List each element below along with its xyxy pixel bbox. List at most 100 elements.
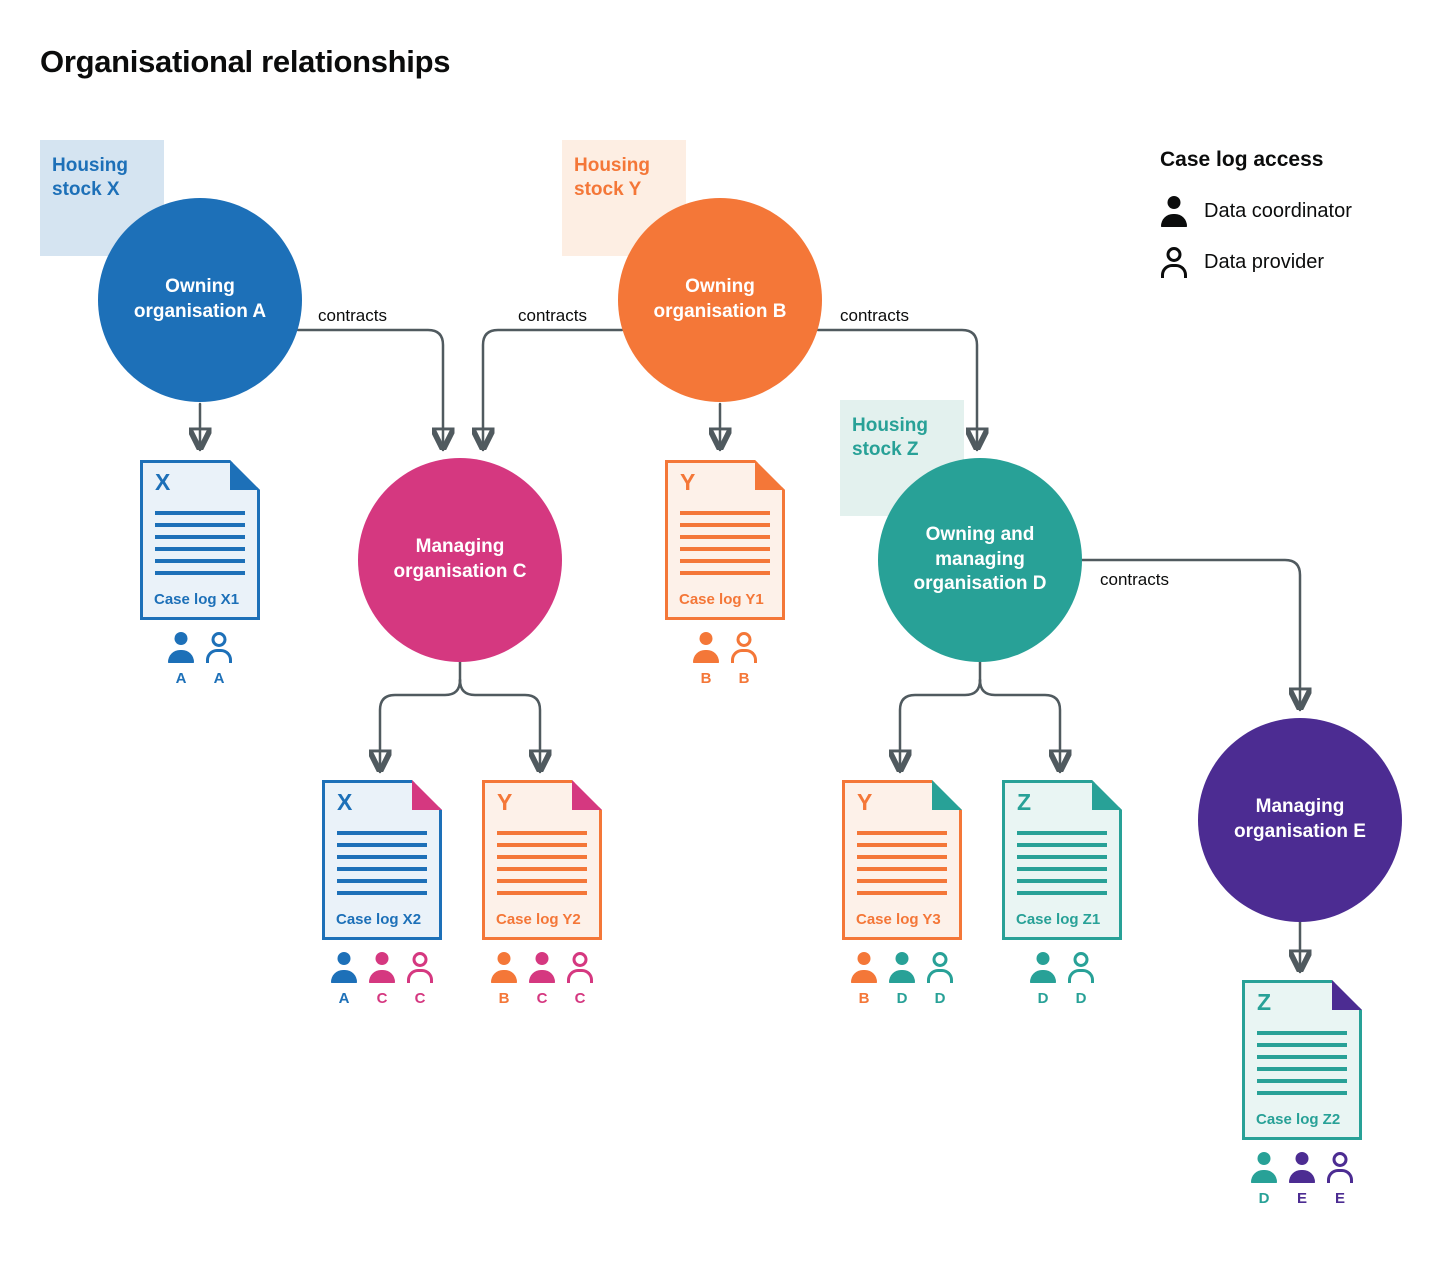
access-person: E xyxy=(1326,1152,1354,1207)
case-log-x1-access: A A xyxy=(140,632,260,687)
org-e-label: Managing organisation E xyxy=(1234,796,1366,842)
person-filled-icon xyxy=(888,952,916,983)
case-log-y3-label: Case log Y3 xyxy=(856,911,941,928)
access-person: C xyxy=(368,952,396,1007)
doc-stock-letter: Z xyxy=(1017,789,1032,815)
doc-stock-letter: X xyxy=(337,789,353,815)
access-person: A xyxy=(167,632,195,687)
document-text-lines xyxy=(680,511,770,583)
case-log-z1-access: D D xyxy=(1002,952,1122,1007)
person-letter: D xyxy=(896,990,908,1007)
access-person: C xyxy=(566,952,594,1007)
case-log-z2-access: D E E xyxy=(1242,1152,1362,1207)
contracts-label-b-d: contracts xyxy=(840,306,909,325)
legend-item-coordinator: Data coordinator xyxy=(1160,196,1352,227)
document-text-lines xyxy=(1257,1031,1347,1103)
case-log-y2-access: B C C xyxy=(482,952,602,1007)
person-outline-icon xyxy=(1067,952,1095,983)
case-log-y3-access: B D D xyxy=(842,952,962,1007)
person-outline-icon xyxy=(205,632,233,663)
case-log-z1-doc: Z Case log Z1 xyxy=(1002,780,1122,940)
contracts-label-d-e: contracts xyxy=(1100,570,1169,589)
access-person: E xyxy=(1288,1152,1316,1207)
access-person: A xyxy=(205,632,233,687)
folded-corner-icon xyxy=(412,780,442,810)
folded-corner-icon xyxy=(932,780,962,810)
access-person: D xyxy=(1029,952,1057,1007)
document-text-lines xyxy=(155,511,245,583)
case-log-x2-access: A C C xyxy=(322,952,442,1007)
person-outline-icon xyxy=(1326,1152,1354,1183)
doc-stock-letter: Z xyxy=(1257,989,1272,1015)
access-person: B xyxy=(730,632,758,687)
case-log-x2-doc: X Case log X2 xyxy=(322,780,442,940)
legend-provider-label: Data provider xyxy=(1204,251,1325,273)
org-a-label: Owning organisation A xyxy=(133,276,267,322)
housing-stock-x-label: Housing stock X xyxy=(52,155,128,200)
folded-corner-icon xyxy=(1092,780,1122,810)
person-letter: C xyxy=(574,990,586,1007)
person-outline-icon xyxy=(926,952,954,983)
access-person: B xyxy=(692,632,720,687)
access-person: D xyxy=(1067,952,1095,1007)
arrow-c-to-y2 xyxy=(458,678,540,774)
person-letter: A xyxy=(213,670,225,687)
org-circle-c: Managing organisation C xyxy=(358,458,562,662)
folded-corner-icon xyxy=(572,780,602,810)
case-log-x2-label: Case log X2 xyxy=(336,911,422,928)
person-letter: D xyxy=(1037,990,1049,1007)
case-log-y1-access: B B xyxy=(665,632,785,687)
doc-stock-letter: Y xyxy=(857,789,873,815)
arrow-d-to-z1 xyxy=(978,678,1060,774)
case-log-y1-doc: Y Case log Y1 xyxy=(665,460,785,620)
arrow-d-to-y3 xyxy=(900,678,982,774)
folded-corner-icon xyxy=(1332,980,1362,1010)
org-circle-d: Owning and managing organisation D xyxy=(878,458,1082,662)
case-log-access-legend: Case log access Data coordinator Data pr… xyxy=(1160,148,1352,298)
person-filled-icon xyxy=(692,632,720,663)
document-text-lines xyxy=(1017,831,1107,903)
doc-stock-letter: X xyxy=(155,469,171,495)
person-filled-icon xyxy=(528,952,556,983)
case-log-z2-label: Case log Z2 xyxy=(1256,1111,1341,1128)
doc-stock-letter: Y xyxy=(680,469,696,495)
document-text-lines xyxy=(497,831,587,903)
org-d-label: Owning and managing organisation D xyxy=(913,523,1047,595)
person-outline-icon xyxy=(730,632,758,663)
arrow-a-to-c xyxy=(296,328,443,452)
person-letter: B xyxy=(738,670,750,687)
folded-corner-icon xyxy=(230,460,260,490)
person-letter: C xyxy=(536,990,548,1007)
case-log-z2-doc: Z Case log Z2 xyxy=(1242,980,1362,1140)
legend-item-provider: Data provider xyxy=(1160,247,1352,278)
access-person: B xyxy=(490,952,518,1007)
contracts-label-a-c: contracts xyxy=(318,306,387,325)
person-letter: D xyxy=(1075,990,1087,1007)
case-log-x1-doc: X Case log X1 xyxy=(140,460,260,620)
person-letter: B xyxy=(498,990,510,1007)
person-filled-icon xyxy=(1250,1152,1278,1183)
legend-title: Case log access xyxy=(1160,148,1324,171)
case-log-x1-label: Case log X1 xyxy=(154,591,240,608)
person-letter: B xyxy=(858,990,870,1007)
arrow-c-to-x2 xyxy=(380,678,462,774)
access-person: D xyxy=(926,952,954,1007)
folded-corner-icon xyxy=(755,460,785,490)
person-filled-icon xyxy=(330,952,358,983)
legend-coordinator-label: Data coordinator xyxy=(1204,200,1352,222)
person-letter: A xyxy=(338,990,350,1007)
person-filled-icon xyxy=(850,952,878,983)
housing-stock-y-label: Housing stock Y xyxy=(574,155,650,200)
doc-stock-letter: Y xyxy=(497,789,513,815)
org-circle-e: Managing organisation E xyxy=(1198,718,1402,922)
housing-stock-z-label: Housing stock Z xyxy=(852,415,928,460)
person-letter: E xyxy=(1334,1190,1345,1207)
case-log-y2-doc: Y Case log Y2 xyxy=(482,780,602,940)
person-filled-icon xyxy=(1029,952,1057,983)
access-person: D xyxy=(1250,1152,1278,1207)
access-person: C xyxy=(406,952,434,1007)
org-circle-a: Owning organisation A xyxy=(98,198,302,402)
person-outline-icon xyxy=(406,952,434,983)
org-b-label: Owning organisation B xyxy=(653,276,787,322)
access-person: D xyxy=(888,952,916,1007)
